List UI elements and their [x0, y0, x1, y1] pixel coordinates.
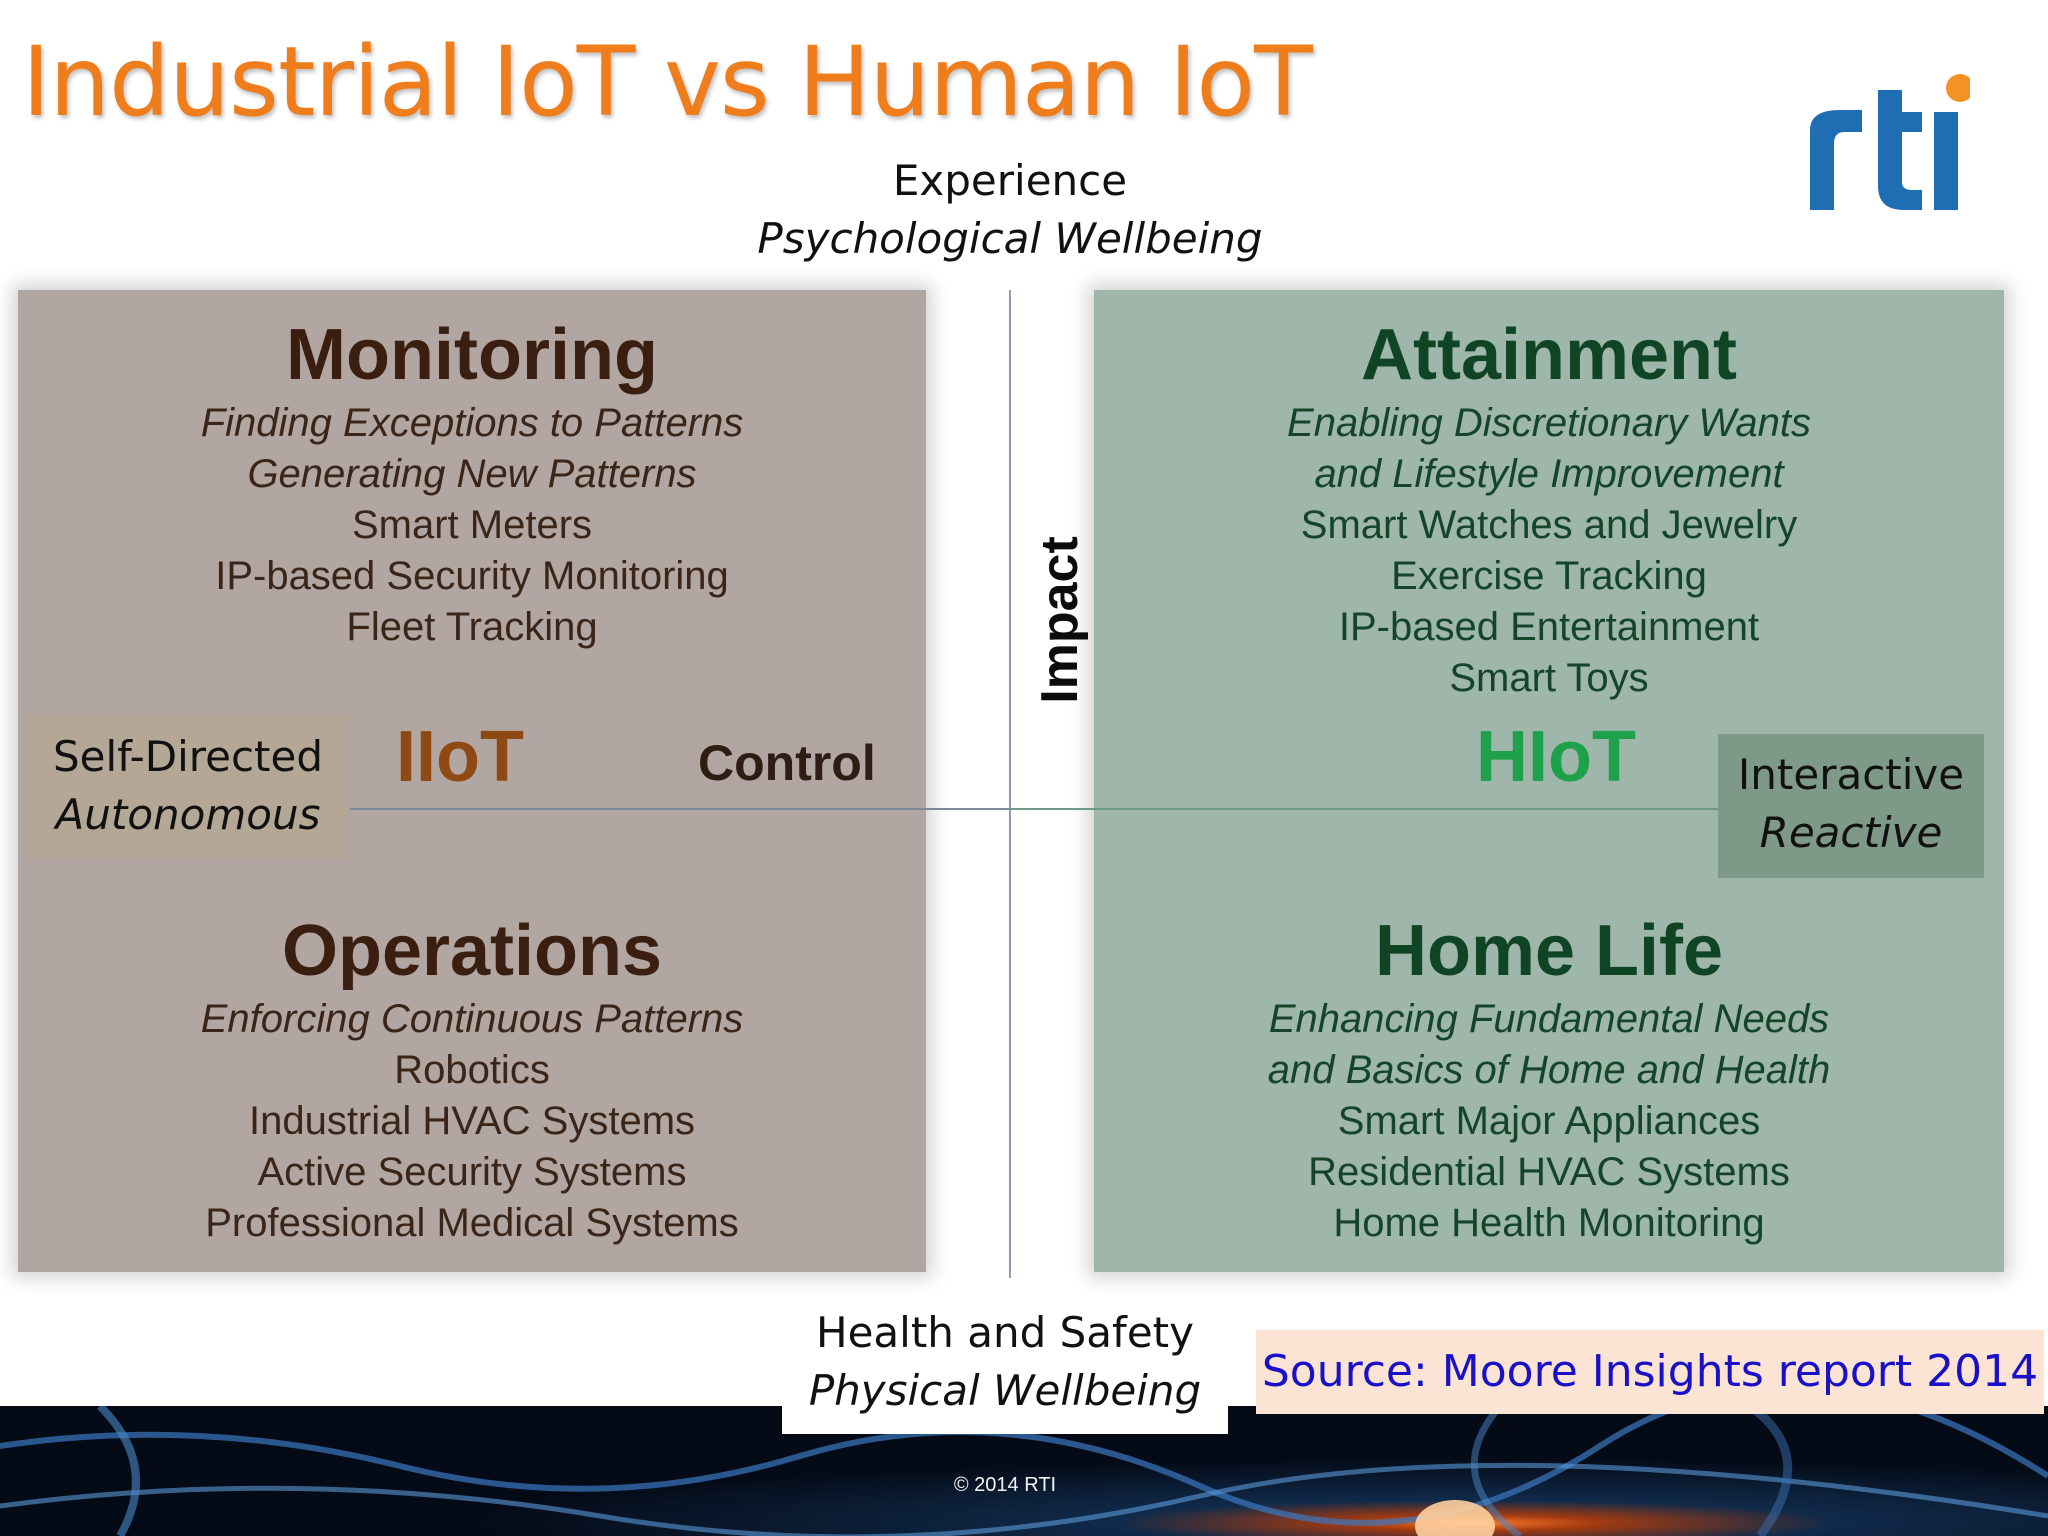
quadrant-item: Professional Medical Systems — [205, 1201, 739, 1245]
quadrant-item: Smart Watches and Jewelry — [1300, 503, 1798, 547]
copyright-notice: © 2014 RTI — [953, 1474, 1057, 1496]
rti-logo-t — [1878, 90, 1922, 210]
slide-title: Industrial IoT vs Human IoT — [22, 26, 1313, 138]
horizontal-axis-line-left — [350, 808, 1010, 810]
quadrant-item: Smart Toys — [1449, 656, 1649, 700]
quadrant-subtitle: Enforcing Continuous Patterns — [200, 997, 744, 1041]
quadrant-subtitle: and Basics of Home and Health — [1267, 1048, 1831, 1092]
source-citation: Source: Moore Insights report 2014 — [1256, 1330, 2044, 1414]
rti-logo-i — [1934, 112, 1958, 210]
quadrant-item: Industrial HVAC Systems — [248, 1099, 696, 1143]
right-axis-box: Interactive Reactive — [1718, 734, 1984, 878]
rti-logo-dot — [1946, 74, 1970, 102]
horizontal-axis-line-right — [1010, 808, 1720, 810]
quadrant-subtitle: Enabling Discretionary Wants — [1287, 401, 1811, 445]
top-axis-line1: Experience — [892, 156, 1128, 205]
rti-logo-r — [1810, 110, 1862, 210]
impact-axis-label: Impact — [1010, 520, 1110, 720]
left-axis-line1: Self-Directed — [52, 732, 324, 781]
right-quadrant-panel: Attainment Enabling Discretionary Wants … — [1094, 290, 2004, 1272]
quadrant-item: IP-based Security Monitoring — [215, 554, 729, 598]
left-axis-box: Self-Directed Autonomous — [28, 716, 348, 858]
bottom-axis-line1: Health and Safety — [816, 1308, 1194, 1357]
left-quadrant-panel: Monitoring Finding Exceptions to Pattern… — [18, 290, 926, 1272]
bottom-axis-line2: Physical Wellbeing — [808, 1366, 1202, 1415]
home-life-quadrant: Home Life Enhancing Fundamental Needs an… — [1094, 908, 2004, 1249]
quadrant-subtitle: Enhancing Fundamental Needs — [1268, 997, 1830, 1041]
quadrant-item: Robotics — [394, 1048, 550, 1092]
quadrant-item: Exercise Tracking — [1391, 554, 1707, 598]
attainment-quadrant: Attainment Enabling Discretionary Wants … — [1094, 312, 2004, 704]
operations-heading: Operations — [281, 911, 663, 991]
quadrant-item: Smart Meters — [351, 503, 593, 547]
attainment-heading: Attainment — [1361, 315, 1737, 395]
quadrant-item: Home Health Monitoring — [1333, 1201, 1765, 1245]
hiot-label: HIoT — [1476, 717, 1636, 797]
quadrant-subtitle: and Lifestyle Improvement — [1314, 452, 1784, 496]
top-axis-line2: Psychological Wellbeing — [757, 214, 1263, 263]
quadrant-subtitle: Finding Exceptions to Patterns — [200, 401, 744, 445]
top-axis-label: Experience Psychological Wellbeing — [730, 152, 1290, 276]
rti-logo — [1810, 74, 1970, 210]
operations-quadrant: Operations Enforcing Continuous Patterns… — [18, 908, 926, 1249]
right-axis-line1: Interactive — [1737, 750, 1965, 799]
quadrant-item: Smart Major Appliances — [1337, 1099, 1761, 1143]
vertical-axis-line — [1009, 290, 1011, 1278]
right-axis-line2: Reactive — [1759, 808, 1943, 857]
impact-text: Impact — [1031, 536, 1090, 704]
iiot-label: IIoT — [396, 717, 524, 797]
bottom-axis-label: Health and Safety Physical Wellbeing — [782, 1304, 1228, 1434]
control-axis-label: Control — [698, 735, 876, 791]
quadrant-item: Residential HVAC Systems — [1308, 1150, 1790, 1194]
quadrant-item: IP-based Entertainment — [1338, 605, 1760, 649]
home-life-heading: Home Life — [1374, 911, 1724, 991]
quadrant-item: Fleet Tracking — [346, 605, 598, 649]
left-axis-line2: Autonomous — [55, 790, 321, 839]
monitoring-heading: Monitoring — [286, 315, 658, 395]
monitoring-quadrant: Monitoring Finding Exceptions to Pattern… — [18, 312, 926, 653]
quadrant-subtitle: Generating New Patterns — [247, 452, 697, 496]
quadrant-item: Active Security Systems — [257, 1150, 687, 1194]
